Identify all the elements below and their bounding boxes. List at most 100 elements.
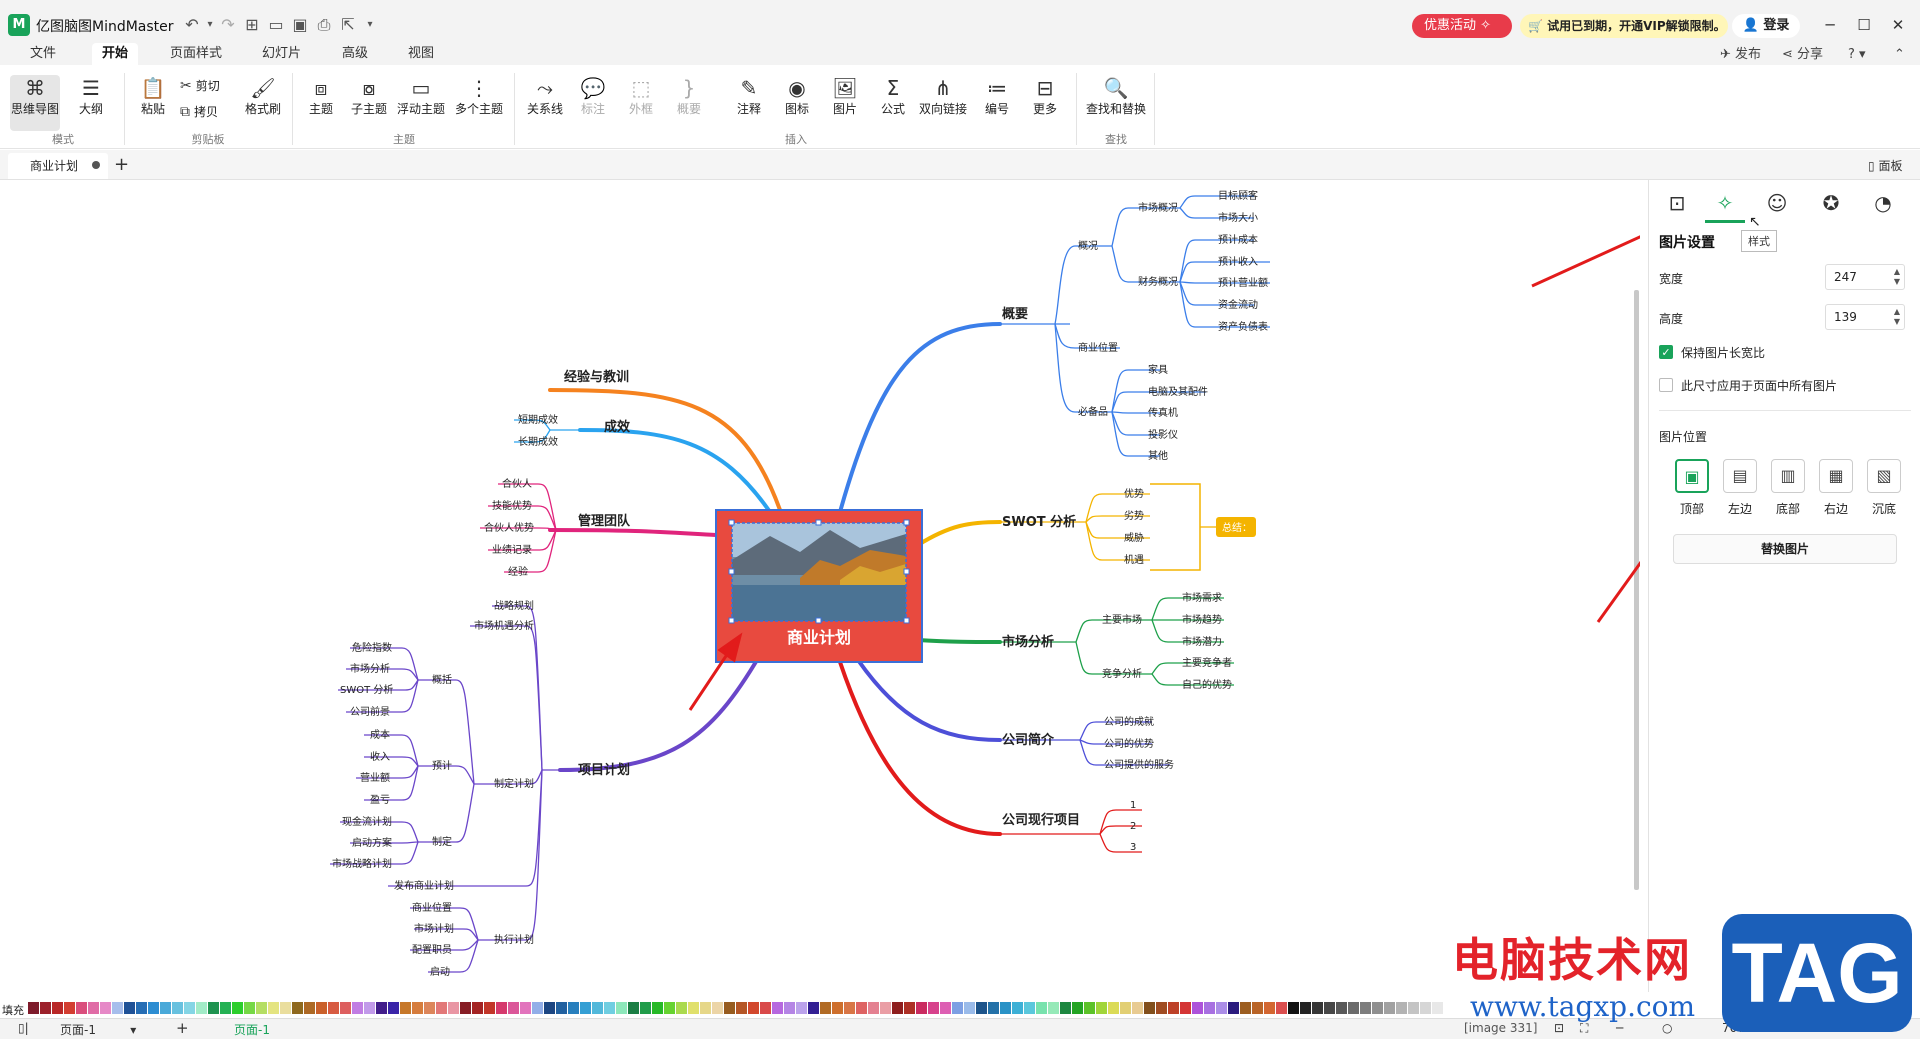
- close-icon[interactable]: ✕: [1891, 16, 1905, 34]
- height-input[interactable]: 139▲▼: [1825, 304, 1905, 330]
- node-compete[interactable]: 竞争分析: [1102, 667, 1142, 680]
- node-leaf[interactable]: 劣势: [1124, 509, 1144, 522]
- color-swatch[interactable]: [748, 1002, 759, 1014]
- node-results[interactable]: 成效: [604, 419, 631, 435]
- collapse-ribbon-icon[interactable]: ⌃: [1894, 47, 1905, 62]
- color-swatch[interactable]: [832, 1002, 843, 1014]
- undo-dropdown-icon[interactable]: ▾: [207, 19, 213, 30]
- node-essentials[interactable]: 必备品: [1078, 405, 1108, 418]
- color-swatch[interactable]: [688, 1002, 699, 1014]
- color-swatch[interactable]: [160, 1002, 171, 1014]
- save-icon[interactable]: ▣: [292, 15, 308, 34]
- color-swatch[interactable]: [244, 1002, 255, 1014]
- color-swatch[interactable]: [1276, 1002, 1287, 1014]
- color-swatch[interactable]: [472, 1002, 483, 1014]
- swot-summary-box[interactable]: [1216, 517, 1256, 537]
- image-button[interactable]: 🖼图片: [820, 75, 870, 131]
- find-replace-button[interactable]: 🔍查找和替换: [1084, 75, 1148, 131]
- node-leaf[interactable]: 公司的优势: [1104, 737, 1154, 750]
- node-experience[interactable]: 经验与教训: [564, 369, 629, 385]
- publish-button[interactable]: ✈ 发布: [1720, 45, 1761, 65]
- node-leaf[interactable]: 市场分析: [350, 662, 390, 675]
- color-swatch[interactable]: [676, 1002, 687, 1014]
- color-swatch[interactable]: [1300, 1002, 1311, 1014]
- color-swatch[interactable]: [136, 1002, 147, 1014]
- cut-button[interactable]: ✂剪切: [180, 75, 220, 97]
- panel-toggle-button[interactable]: ▯ 面板: [1868, 157, 1902, 174]
- position-bottom-button[interactable]: ▥: [1771, 459, 1805, 493]
- color-swatch[interactable]: [1360, 1002, 1371, 1014]
- node-strategy[interactable]: 战略规划: [494, 599, 534, 612]
- color-swatch[interactable]: [40, 1002, 51, 1014]
- color-swatch[interactable]: [268, 1002, 279, 1014]
- color-swatch[interactable]: [352, 1002, 363, 1014]
- color-swatch[interactable]: [316, 1002, 327, 1014]
- mark-button[interactable]: ◉图标: [772, 75, 822, 131]
- undo-icon[interactable]: ↶: [185, 15, 199, 34]
- node-leaf[interactable]: 成本: [370, 728, 390, 741]
- color-swatch[interactable]: [1144, 1002, 1155, 1014]
- node-overview[interactable]: 概要: [1002, 306, 1028, 322]
- color-swatch[interactable]: [208, 1002, 219, 1014]
- new-file-icon[interactable]: ⊞: [245, 15, 259, 34]
- color-swatch[interactable]: [1120, 1002, 1131, 1014]
- color-swatch[interactable]: [1072, 1002, 1083, 1014]
- color-swatch[interactable]: [664, 1002, 675, 1014]
- node-leaf[interactable]: 短期成效: [518, 413, 558, 426]
- node-leaf[interactable]: 市场需求: [1182, 591, 1222, 604]
- mindmap-canvas[interactable]: 概要 概况 商业位置 必备品 市场概况 财务概况 目标顾客 市场大小 预计成本 …: [0, 180, 1706, 992]
- node-main-market[interactable]: 主要市场: [1102, 613, 1142, 626]
- page-list-icon[interactable]: ▯|: [18, 1021, 29, 1035]
- node-leaf[interactable]: 经验: [508, 565, 528, 578]
- position-back-button[interactable]: ▧: [1867, 459, 1901, 493]
- tab-icons[interactable]: ☺: [1759, 188, 1795, 218]
- node-execute-plan[interactable]: 执行计划: [494, 933, 534, 946]
- node-leaf[interactable]: 预计营业额: [1218, 276, 1268, 289]
- color-swatch[interactable]: [1132, 1002, 1143, 1014]
- color-swatch[interactable]: [400, 1002, 411, 1014]
- node-budget[interactable]: 预计: [432, 759, 452, 772]
- position-left-button[interactable]: ▤: [1723, 459, 1757, 493]
- color-swatch[interactable]: [820, 1002, 831, 1014]
- node-leaf[interactable]: 目标顾客: [1218, 189, 1258, 202]
- color-swatch[interactable]: [988, 1002, 999, 1014]
- color-swatch[interactable]: [592, 1002, 603, 1014]
- color-swatch[interactable]: [700, 1002, 711, 1014]
- node-leaf[interactable]: 资金流动: [1218, 298, 1258, 311]
- node-leaf[interactable]: 业绩记录: [492, 543, 532, 556]
- color-swatches[interactable]: [28, 1002, 1458, 1016]
- node-leaf[interactable]: 启动: [430, 965, 450, 978]
- help-button[interactable]: ? ▾: [1848, 47, 1866, 62]
- zoom-out-icon[interactable]: ─: [1616, 1021, 1624, 1035]
- node-leaf[interactable]: 市场计划: [414, 922, 454, 935]
- color-swatch[interactable]: [568, 1002, 579, 1014]
- menu-view[interactable]: 视图: [408, 46, 435, 61]
- menu-slides[interactable]: 幻灯片: [262, 46, 302, 61]
- color-swatch[interactable]: [1216, 1002, 1227, 1014]
- node-leaf[interactable]: 收入: [370, 750, 390, 763]
- node-company[interactable]: 公司简介: [1002, 732, 1055, 748]
- node-leaf[interactable]: 家具: [1148, 363, 1168, 376]
- color-swatch[interactable]: [304, 1002, 315, 1014]
- color-swatch[interactable]: [616, 1002, 627, 1014]
- color-swatch[interactable]: [436, 1002, 447, 1014]
- color-swatch[interactable]: [292, 1002, 303, 1014]
- topic-button[interactable]: ⧈主题: [296, 75, 346, 131]
- color-swatch[interactable]: [508, 1002, 519, 1014]
- color-swatch[interactable]: [28, 1002, 39, 1014]
- color-swatch[interactable]: [796, 1002, 807, 1014]
- central-topic[interactable]: 商业计划: [715, 509, 923, 663]
- node-leaf[interactable]: 危险指数: [352, 641, 392, 654]
- outline-mode-button[interactable]: ☰大纲: [66, 75, 116, 131]
- node-leaf[interactable]: 营业额: [360, 771, 390, 784]
- canvas-scrollbar[interactable]: [1634, 290, 1639, 890]
- color-swatch[interactable]: [940, 1002, 951, 1014]
- node-leaf[interactable]: 公司的成就: [1104, 715, 1154, 728]
- color-swatch[interactable]: [1384, 1002, 1395, 1014]
- numbering-button[interactable]: ≔编号: [972, 75, 1022, 131]
- node-leaf[interactable]: 2: [1130, 821, 1136, 832]
- page-tab-active[interactable]: 页面-1: [234, 1023, 270, 1037]
- color-swatch[interactable]: [532, 1002, 543, 1014]
- node-leaf[interactable]: 威胁: [1124, 531, 1144, 544]
